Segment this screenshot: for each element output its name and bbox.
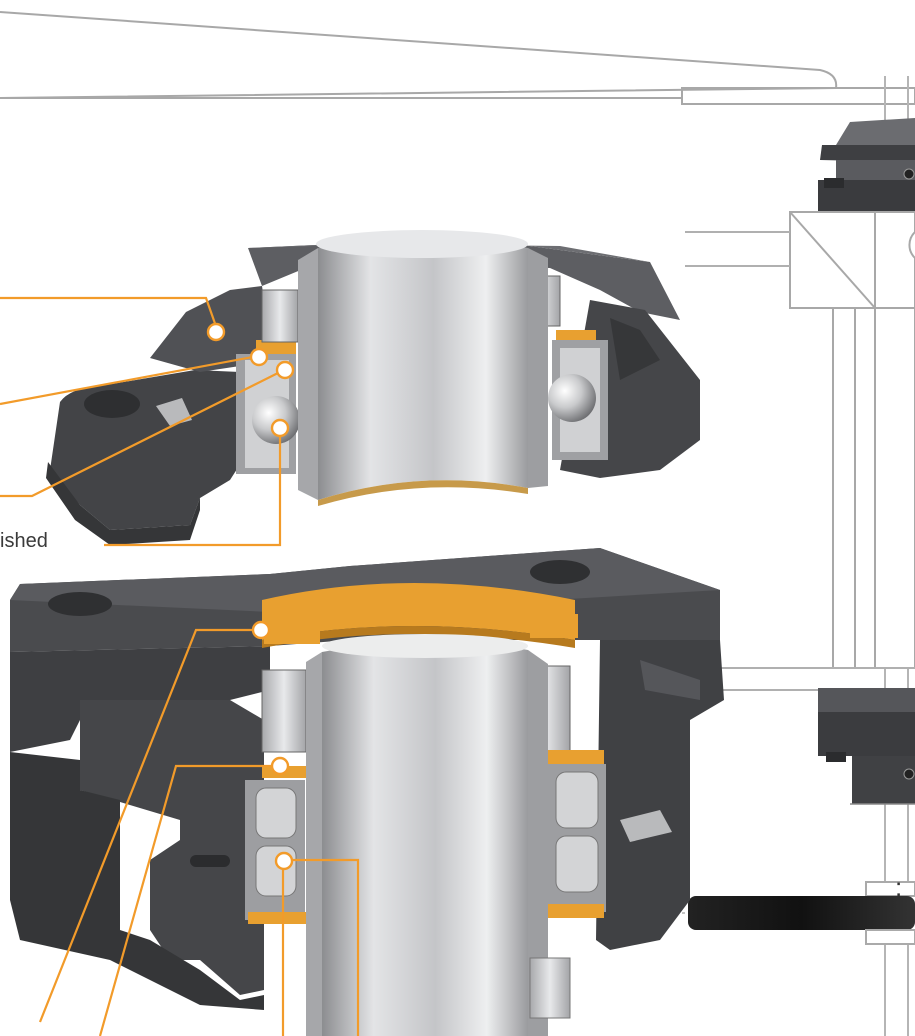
machine-frame-outline (0, 11, 915, 105)
callout-line-top-seal (38, 628, 260, 1023)
callout-line-roller-right (290, 858, 360, 1036)
callout-line-seal-outer (0, 354, 259, 406)
callout-line-housing (0, 296, 220, 333)
callout-label-colon: : (895, 872, 903, 902)
callout-marker-roller (274, 851, 294, 871)
callout-label-polished: ished (0, 530, 48, 552)
machine-column (640, 76, 915, 1036)
callout-markers (206, 322, 295, 871)
callout-marker-lower-seal (270, 756, 290, 776)
callout-line-lower-seal (98, 764, 272, 1036)
callout-marker-ball (270, 418, 290, 438)
callout-marker-top-seal (251, 620, 271, 640)
callout-line-seal-inner (0, 369, 285, 498)
callout-marker-housing (206, 322, 226, 342)
callout-line-ball (104, 428, 282, 547)
upper-bearing-assembly (46, 230, 700, 545)
callout-marker-seal-outer (249, 347, 269, 367)
callout-marker-seal-inner (275, 360, 295, 380)
callout-lines (0, 296, 360, 1036)
lower-bearing-assembly (10, 548, 724, 1036)
